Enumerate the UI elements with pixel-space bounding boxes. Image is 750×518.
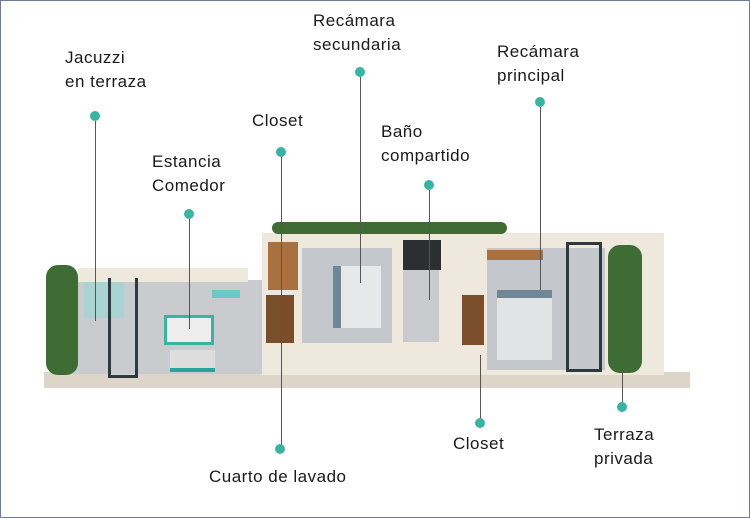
label-line: Baño [381, 122, 423, 141]
leader-line [189, 219, 190, 329]
master-sofa [487, 250, 543, 260]
kitchen-counter [212, 290, 240, 298]
marker-dot [424, 180, 434, 190]
label-line: privada [594, 449, 654, 468]
leader-line [281, 157, 282, 447]
leader-line [540, 107, 541, 290]
label-lavado: Cuarto de lavado [209, 465, 346, 489]
label-recamara-principal: Recámara principal [497, 40, 579, 88]
jacuzzi [84, 282, 124, 318]
terrace-base [44, 372, 690, 388]
marker-dot [535, 97, 545, 107]
glass-door-left [108, 278, 138, 378]
label-line: Estancia [152, 152, 222, 171]
label-bano: Baño compartido [381, 120, 470, 168]
bathroom-floor [403, 270, 439, 342]
marker-dot [617, 402, 627, 412]
marker-dot [275, 444, 285, 454]
label-line: Terraza [594, 425, 655, 444]
sofa [170, 350, 215, 372]
leader-line [360, 77, 361, 283]
label-line: compartido [381, 146, 471, 165]
label-line: Recámara [313, 11, 396, 30]
label-line: Recámara [497, 42, 580, 61]
label-line: Jacuzzi [65, 48, 126, 67]
label-line: Comedor [152, 176, 226, 195]
living-wing-roof [78, 268, 248, 282]
plant-right [608, 245, 642, 373]
label-estancia: Estancia Comedor [152, 150, 225, 198]
closet-top-room [268, 242, 298, 290]
leader-line [95, 121, 96, 321]
leader-line [622, 372, 623, 407]
secondary-bed [333, 266, 381, 328]
marker-dot [90, 111, 100, 121]
marker-dot [475, 418, 485, 428]
closet-bottom-room [462, 295, 484, 345]
label-line: Closet [252, 111, 304, 130]
leader-line [480, 355, 481, 423]
marker-dot [276, 147, 286, 157]
leader-line [429, 190, 430, 300]
bathroom-shower [403, 240, 441, 270]
glass-door-right [566, 242, 602, 372]
label-jacuzzi: Jacuzzi en terraza [65, 46, 147, 94]
plants-roof [272, 222, 507, 234]
label-line: Closet [453, 434, 505, 453]
marker-dot [184, 209, 194, 219]
laundry-room [266, 295, 294, 343]
label-line: Cuarto de lavado [209, 467, 347, 486]
label-line: en terraza [65, 72, 147, 91]
master-bed [497, 290, 552, 360]
marker-dot [355, 67, 365, 77]
plant-left [46, 265, 78, 375]
label-terraza: Terraza privada [594, 423, 654, 471]
label-line: secundaria [313, 35, 402, 54]
label-line: principal [497, 66, 565, 85]
label-closet-top: Closet [252, 109, 303, 133]
label-closet-bottom: Closet [453, 432, 504, 456]
label-recamara-secundaria: Recámara secundaria [313, 9, 401, 57]
